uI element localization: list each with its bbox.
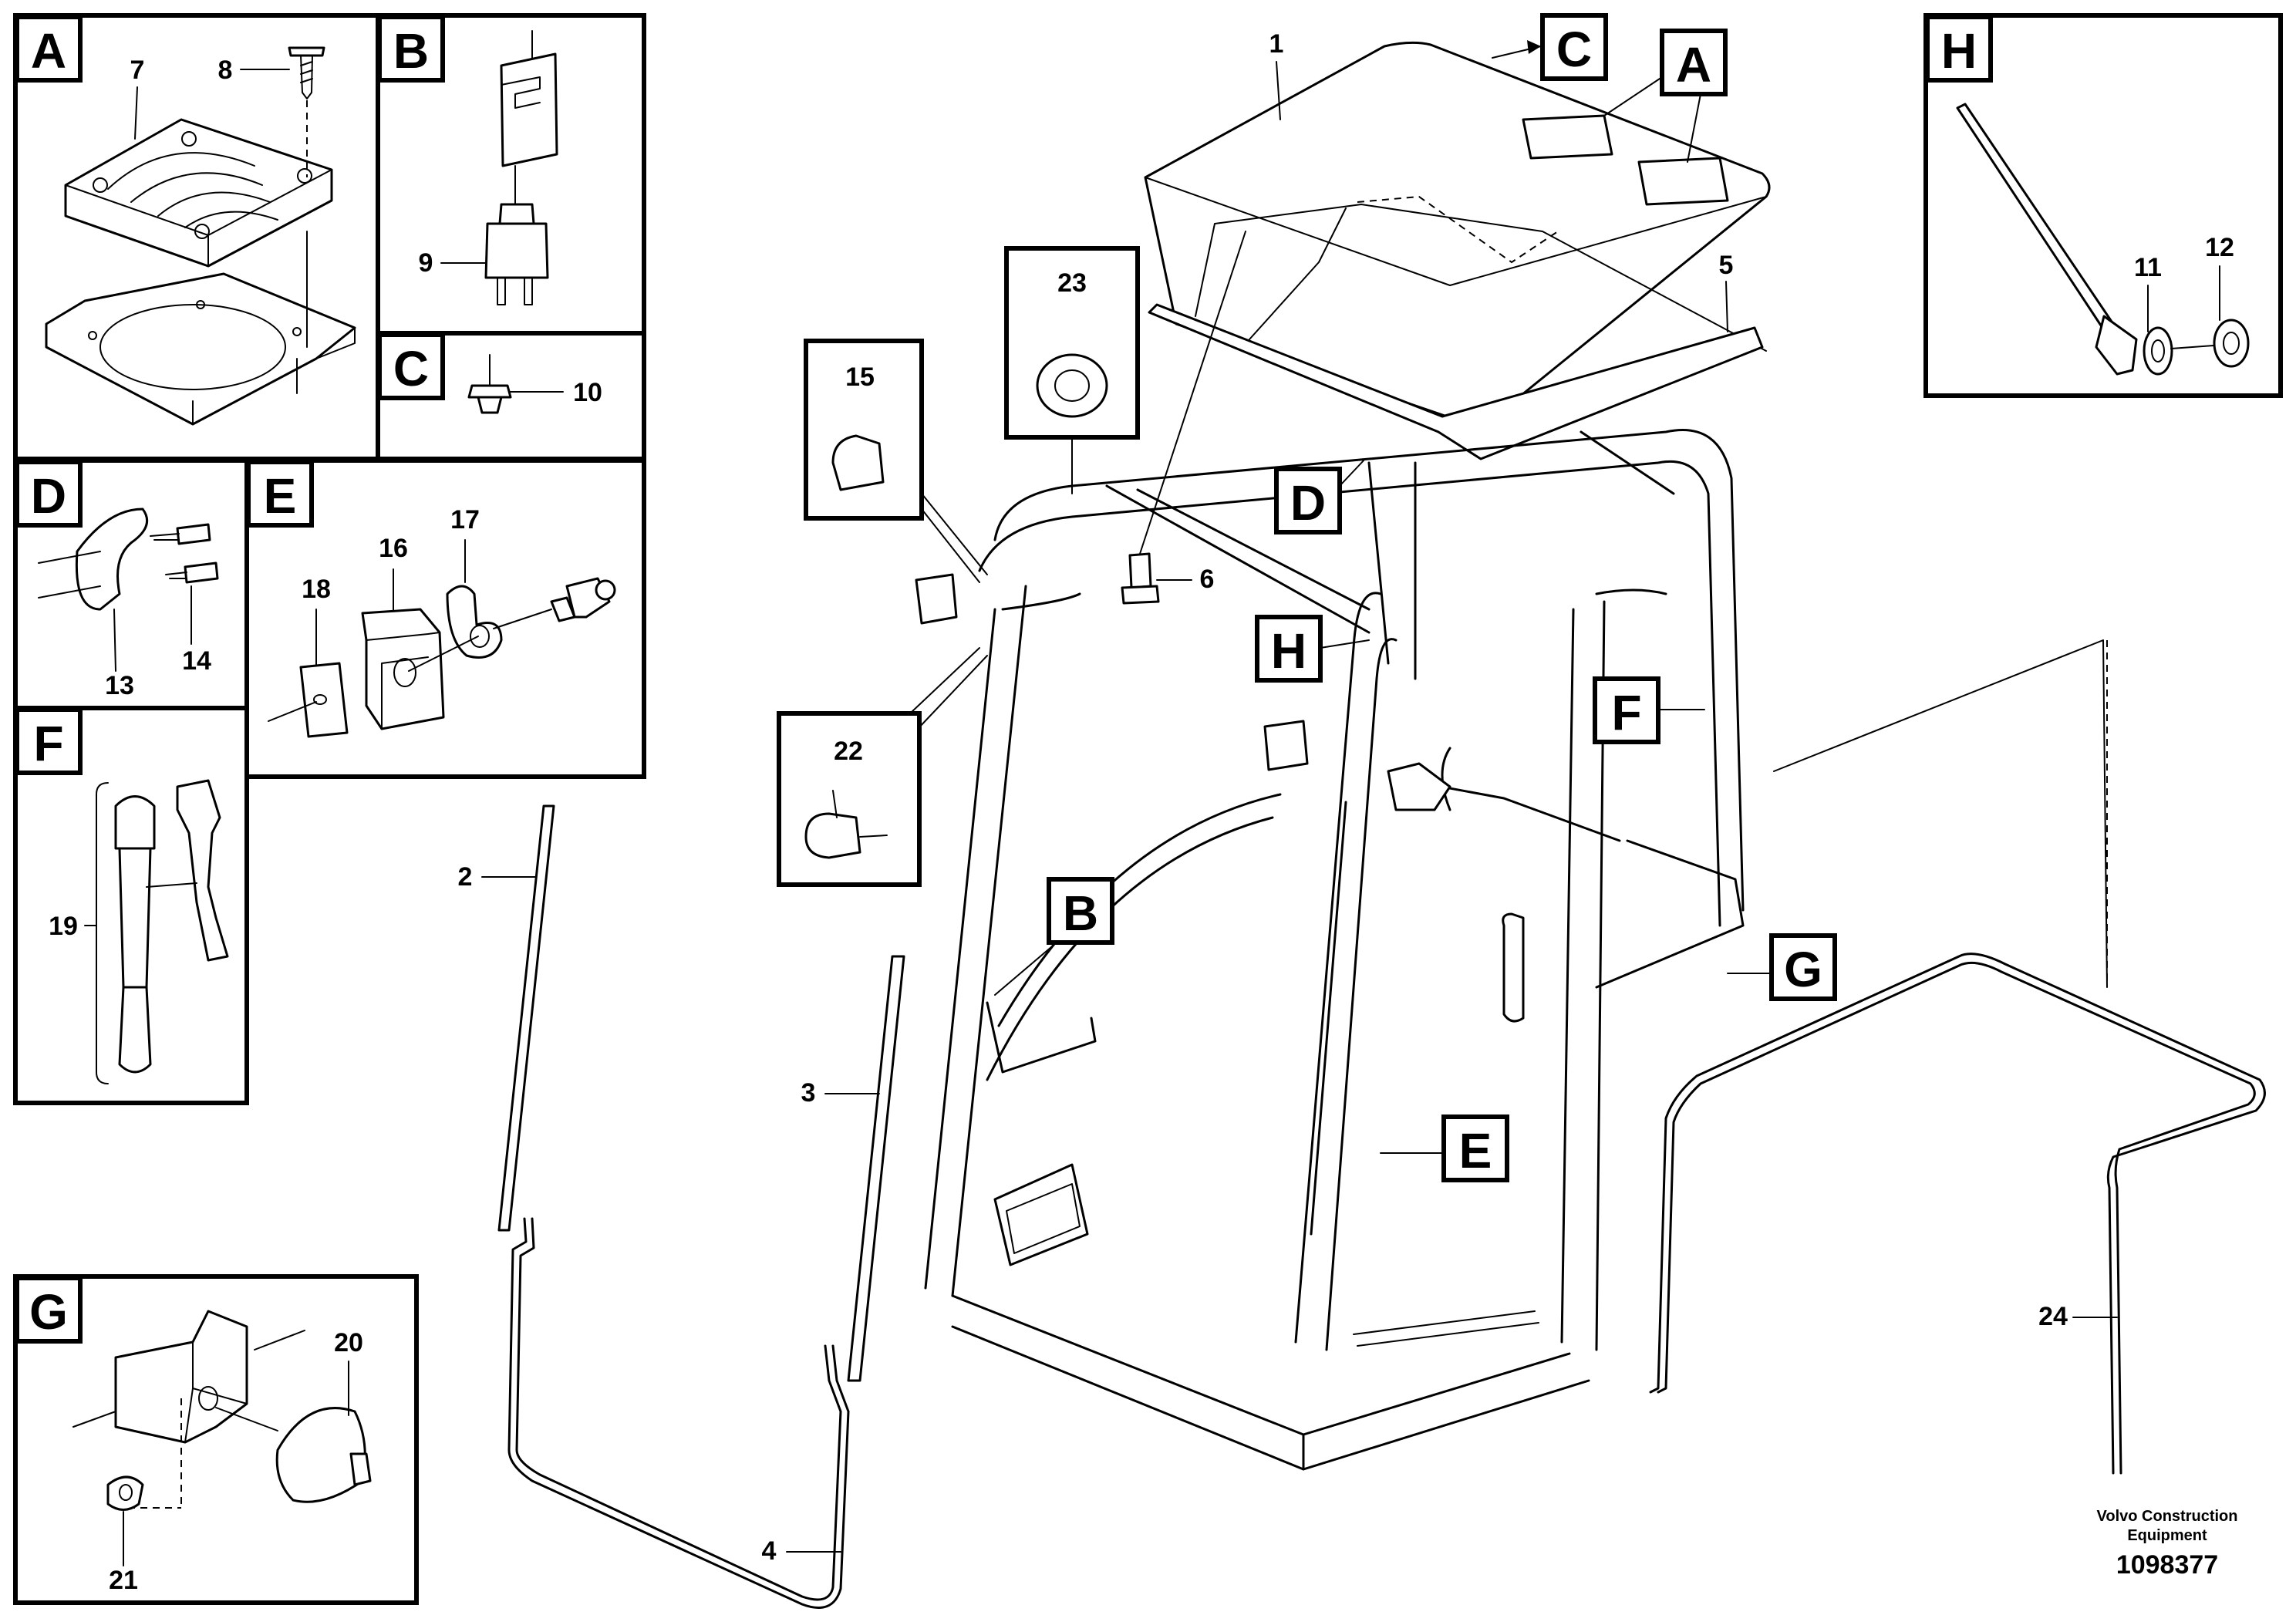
detail-g-mount xyxy=(72,1310,372,1511)
svg-text:C: C xyxy=(1556,22,1592,77)
panel-tag-g: G xyxy=(15,1276,83,1344)
svg-text:G: G xyxy=(1784,942,1822,997)
panel-tag-c: C xyxy=(377,332,445,400)
seal-24 xyxy=(1649,639,2266,1475)
part-label-7: 7 xyxy=(130,56,145,85)
part-label-24: 24 xyxy=(2038,1302,2068,1331)
part-label-19: 19 xyxy=(49,912,78,941)
detail-panels-frame xyxy=(13,13,2283,1605)
svg-text:D: D xyxy=(1290,475,1326,531)
drawing-number: 1098377 xyxy=(2116,1550,2218,1580)
panel-tag-e: E xyxy=(246,460,314,528)
part-label-2: 2 xyxy=(458,862,473,892)
part-label-10: 10 xyxy=(573,378,602,407)
part-label-6: 6 xyxy=(1200,565,1215,594)
callout-box-22 xyxy=(777,647,988,887)
callout-tag-b: B xyxy=(994,877,1114,996)
part-label-16: 16 xyxy=(379,534,408,563)
svg-text:E: E xyxy=(1459,1123,1492,1179)
part-label-21: 21 xyxy=(109,1566,138,1595)
panel-tag-b: B xyxy=(377,15,445,83)
svg-text:A: A xyxy=(31,23,66,79)
svg-text:H: H xyxy=(1271,623,1306,679)
part-label-18: 18 xyxy=(302,575,331,604)
detail-f-tools xyxy=(84,779,229,1084)
svg-text:E: E xyxy=(264,468,297,524)
leader-5 xyxy=(1725,281,1728,332)
callout-tag-g: G xyxy=(1727,933,1837,1001)
panel-tag-f: F xyxy=(15,707,83,775)
panel-tag-h: H xyxy=(1925,15,1993,83)
roof-hatch xyxy=(1144,41,1771,430)
svg-text:B: B xyxy=(393,23,429,79)
callout-tag-d: D xyxy=(1274,458,1366,534)
part-label-5: 5 xyxy=(1719,251,1734,280)
leader-1 xyxy=(1276,61,1281,120)
part-label-15: 15 xyxy=(845,363,875,392)
part-label-17: 17 xyxy=(450,505,480,534)
panel-tag-d: D xyxy=(15,460,83,528)
detail-a-vent-cover xyxy=(45,46,356,426)
callout-tag-f: F xyxy=(1593,676,1705,744)
svg-text:H: H xyxy=(1941,23,1977,79)
part-label-14: 14 xyxy=(182,646,211,676)
part-label-4: 4 xyxy=(762,1536,777,1566)
part-label-13: 13 xyxy=(105,671,134,700)
part-label-1: 1 xyxy=(1269,29,1284,59)
part-label-3: 3 xyxy=(801,1078,816,1108)
detail-d-hook xyxy=(38,508,219,611)
svg-text:D: D xyxy=(31,468,66,524)
svg-text:F: F xyxy=(1611,685,1641,740)
part-label-20: 20 xyxy=(334,1328,363,1357)
part-label-8: 8 xyxy=(218,56,233,85)
svg-text:C: C xyxy=(393,341,429,396)
roof-seal xyxy=(1148,195,1767,460)
seal-strip-4 xyxy=(507,1217,850,1609)
seal-strip-3 xyxy=(847,955,905,1382)
cab-frame xyxy=(915,429,1745,1471)
svg-text:F: F xyxy=(33,716,63,771)
company-name-line1: Volvo Construction xyxy=(2097,1508,2238,1525)
svg-text:A: A xyxy=(1676,37,1711,93)
callout-tag-a: A xyxy=(1603,29,1728,163)
part-label-12: 12 xyxy=(2205,233,2234,262)
leader-13 xyxy=(113,609,116,672)
part-label-11: 11 xyxy=(2134,253,2162,282)
bolt-6 xyxy=(1121,231,1246,605)
callout-box-23 xyxy=(1004,246,1140,494)
callout-tag-h: H xyxy=(1255,615,1370,683)
part-label-9: 9 xyxy=(419,248,433,278)
part-label-23: 23 xyxy=(1057,268,1087,298)
detail-h-antenna xyxy=(1956,103,2250,376)
company-name-line2: Equipment xyxy=(2127,1527,2207,1544)
callout-tag-e: E xyxy=(1380,1114,1509,1182)
svg-text:G: G xyxy=(29,1284,68,1340)
panel-tag-a: A xyxy=(15,15,83,83)
detail-e-bracket xyxy=(268,577,616,738)
seal-strip-2 xyxy=(497,804,555,1232)
callout-box-15 xyxy=(804,339,988,583)
detail-b-switch xyxy=(484,30,558,305)
detail-c-nut xyxy=(467,354,512,414)
callout-tag-c: C xyxy=(1492,13,1608,81)
svg-text:B: B xyxy=(1063,885,1098,941)
part-label-22: 22 xyxy=(834,737,863,766)
